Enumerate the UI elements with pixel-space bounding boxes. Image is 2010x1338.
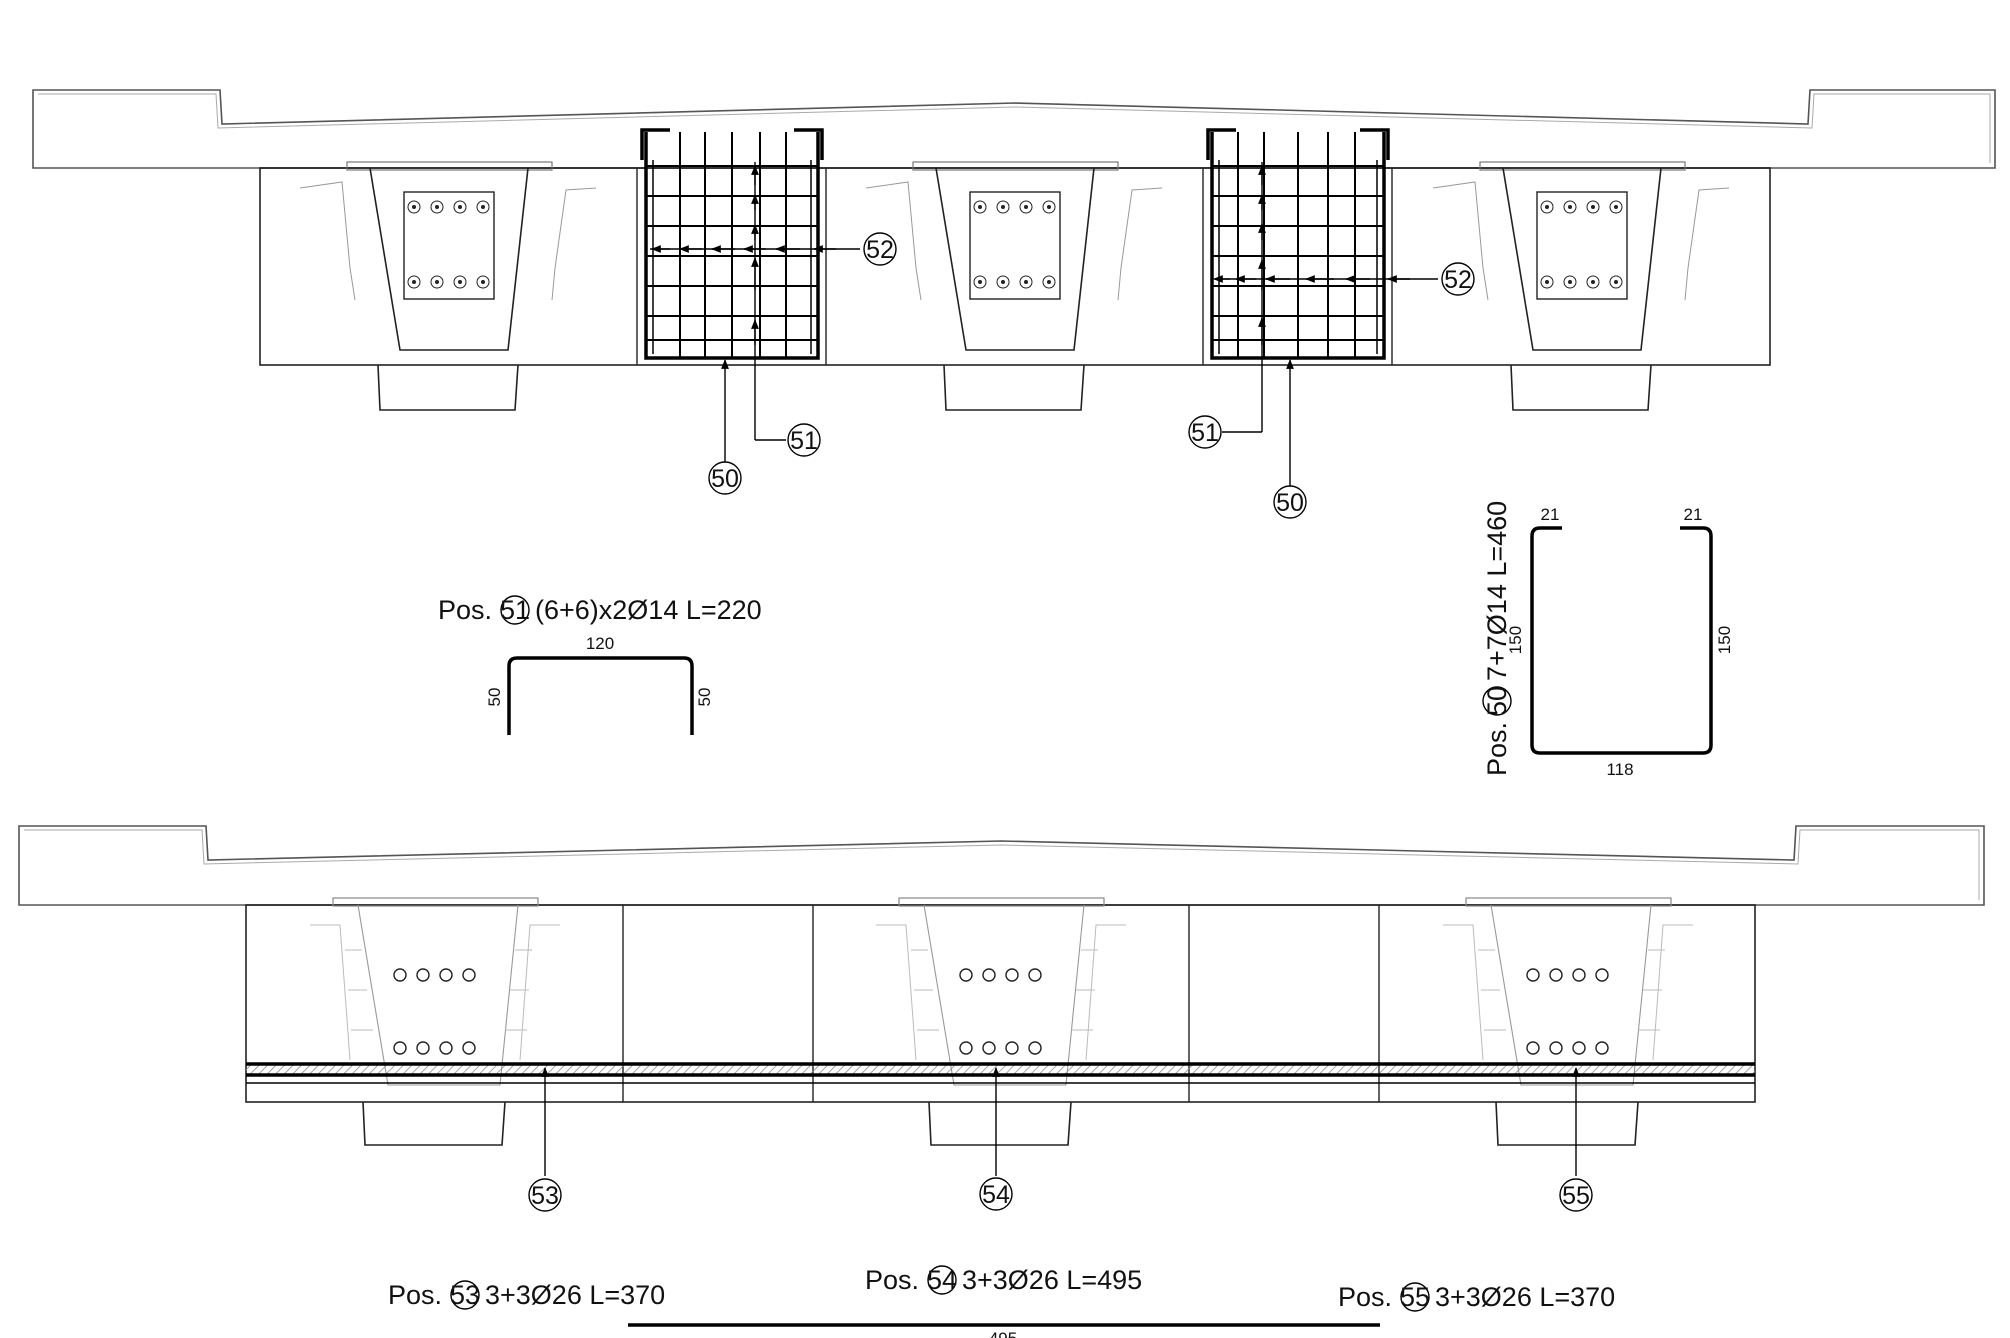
svg-text:54: 54 [982, 1181, 1010, 1209]
pos51-dim-left: 50 [485, 688, 504, 707]
lower-deck-slab [18, 825, 1985, 906]
svg-text:52: 52 [866, 236, 894, 264]
lower-girder-2 [876, 897, 1126, 1146]
upper-deck-slab [32, 89, 1996, 169]
callout-52-left: 52 [863, 232, 897, 266]
callout-50-left: 50 [708, 461, 742, 495]
upper-girder-2 [865, 161, 1163, 411]
callout-55: 55 [1559, 1178, 1593, 1212]
callout-54: 54 [979, 1177, 1013, 1211]
lower-crossbeam [245, 904, 1756, 1103]
pos54-bar-shape: 495 [628, 1323, 1380, 1338]
pos50-spec: 7+7Ø14 L=460 [1482, 501, 1512, 681]
upper-deck-slab-inner [38, 93, 1991, 163]
svg-text:53: 53 [450, 1280, 480, 1310]
callout-52-right: 52 [1441, 262, 1475, 296]
svg-text:3+3Ø26 L=495: 3+3Ø26 L=495 [962, 1265, 1142, 1295]
bar-shape-pos50: Pos. 50 7+7Ø14 L=460 21 21 150 150 118 [1482, 501, 1734, 779]
lower-leaders [541, 1067, 1580, 1176]
svg-text:Pos.: Pos. [865, 1265, 919, 1295]
callout-50-right: 50 [1273, 485, 1307, 519]
lower-deck-slab-inner [24, 829, 1980, 900]
pos50-mark: 50 [1482, 686, 1512, 716]
rebar-cage-left [640, 128, 824, 360]
rebar-cage-right [1206, 128, 1390, 360]
upper-girder-3-strands [1540, 200, 1623, 289]
pos50-dim-hook-left: 21 [1541, 505, 1560, 524]
pos51-dim-top: 120 [586, 634, 614, 653]
lower-cross-section: 53 54 55 Pos. 53 3+3Ø26 L=370 Pos. 54 3+… [18, 825, 1985, 1338]
svg-text:53: 53 [531, 1182, 559, 1210]
svg-text:55: 55 [1400, 1282, 1430, 1312]
pos54-bar-dim: 495 [989, 1329, 1017, 1338]
lower-girder-3 [1443, 897, 1693, 1146]
lower-girder-1 [310, 897, 560, 1146]
svg-text:55: 55 [1562, 1182, 1590, 1210]
svg-text:Pos.: Pos. [388, 1280, 442, 1310]
upper-crossbeam [259, 167, 1771, 366]
upper-girder-1-strands [407, 200, 490, 289]
pos50-dim-right: 150 [1715, 626, 1734, 654]
bar-shape-pos51: Pos. 51 (6+6)x2Ø14 L=220 120 50 50 [438, 595, 762, 735]
svg-text:51: 51 [1191, 419, 1219, 447]
pos51-bar [507, 656, 694, 735]
cage-right-leaders [1213, 162, 1438, 486]
pos50-bar [1530, 526, 1713, 755]
pos54-label: Pos. 54 3+3Ø26 L=495 [865, 1265, 1142, 1295]
svg-text:3+3Ø26 L=370: 3+3Ø26 L=370 [485, 1280, 665, 1310]
upper-girder-1 [299, 161, 597, 411]
pos55-label: Pos. 55 3+3Ø26 L=370 [1338, 1282, 1615, 1312]
pos51-label-prefix: Pos. [438, 595, 492, 625]
svg-text:Pos.: Pos. [1338, 1282, 1392, 1312]
svg-text:52: 52 [1444, 266, 1472, 294]
pos50-dim-bottom: 118 [1606, 760, 1633, 779]
upper-cross-section: 52 51 50 52 51 50 [32, 89, 1996, 519]
callout-51-right: 51 [1188, 415, 1222, 449]
pos51-dim-right: 50 [695, 688, 714, 707]
svg-text:50: 50 [711, 465, 739, 493]
svg-text:54: 54 [927, 1265, 957, 1295]
pos51-mark: 51 [500, 595, 530, 625]
svg-text:50: 50 [1276, 489, 1304, 517]
upper-girder-2-strands [973, 200, 1056, 289]
svg-text:3+3Ø26 L=370: 3+3Ø26 L=370 [1435, 1282, 1615, 1312]
lower-continuity-bars [246, 1062, 1755, 1084]
svg-text:51: 51 [790, 427, 818, 455]
upper-girder-3 [1432, 161, 1730, 411]
pos50-label-prefix: Pos. [1482, 722, 1512, 776]
pos51-spec: (6+6)x2Ø14 L=220 [535, 595, 762, 625]
callout-51-left: 51 [787, 423, 821, 457]
pos53-label: Pos. 53 3+3Ø26 L=370 [388, 1280, 665, 1310]
pos50-dim-left: 150 [1506, 626, 1525, 654]
callout-53: 53 [528, 1178, 562, 1212]
cage-left-leaders [650, 162, 860, 462]
pos50-dim-hook-right: 21 [1684, 505, 1703, 524]
